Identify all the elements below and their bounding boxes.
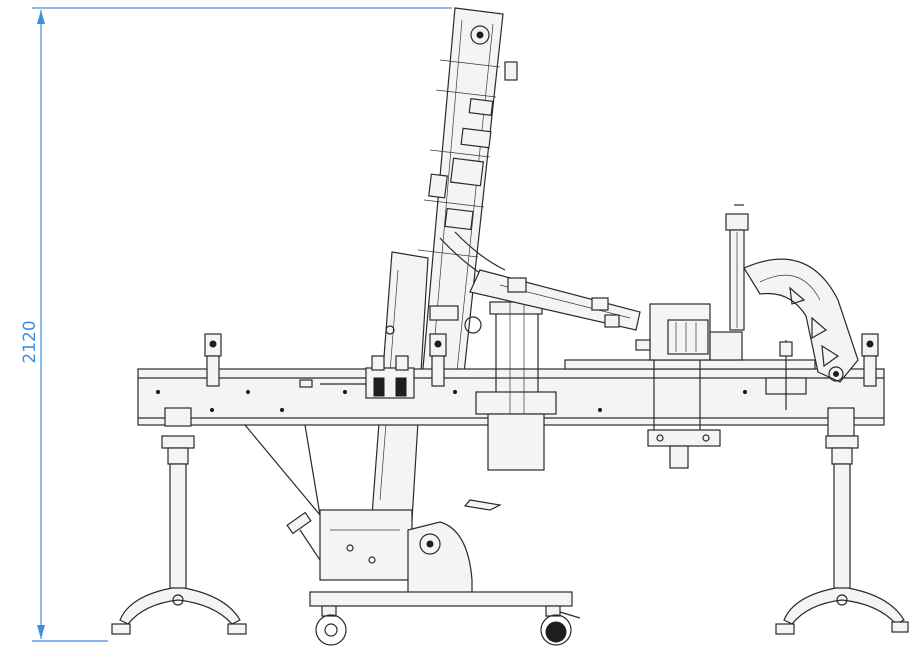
arrow-down-icon — [37, 625, 45, 639]
left-leg — [111, 407, 247, 635]
curved-arm — [725, 204, 859, 410]
right-leg — [775, 407, 909, 635]
feed-chute — [469, 269, 641, 331]
central-lift — [463, 300, 557, 511]
rail-clamps — [204, 333, 879, 399]
arrow-up-icon — [37, 10, 45, 24]
dimension-label: 2120 — [20, 320, 40, 363]
height-dimension: 2120 — [20, 7, 452, 642]
base-cart — [244, 424, 581, 646]
capping-head — [635, 303, 743, 469]
